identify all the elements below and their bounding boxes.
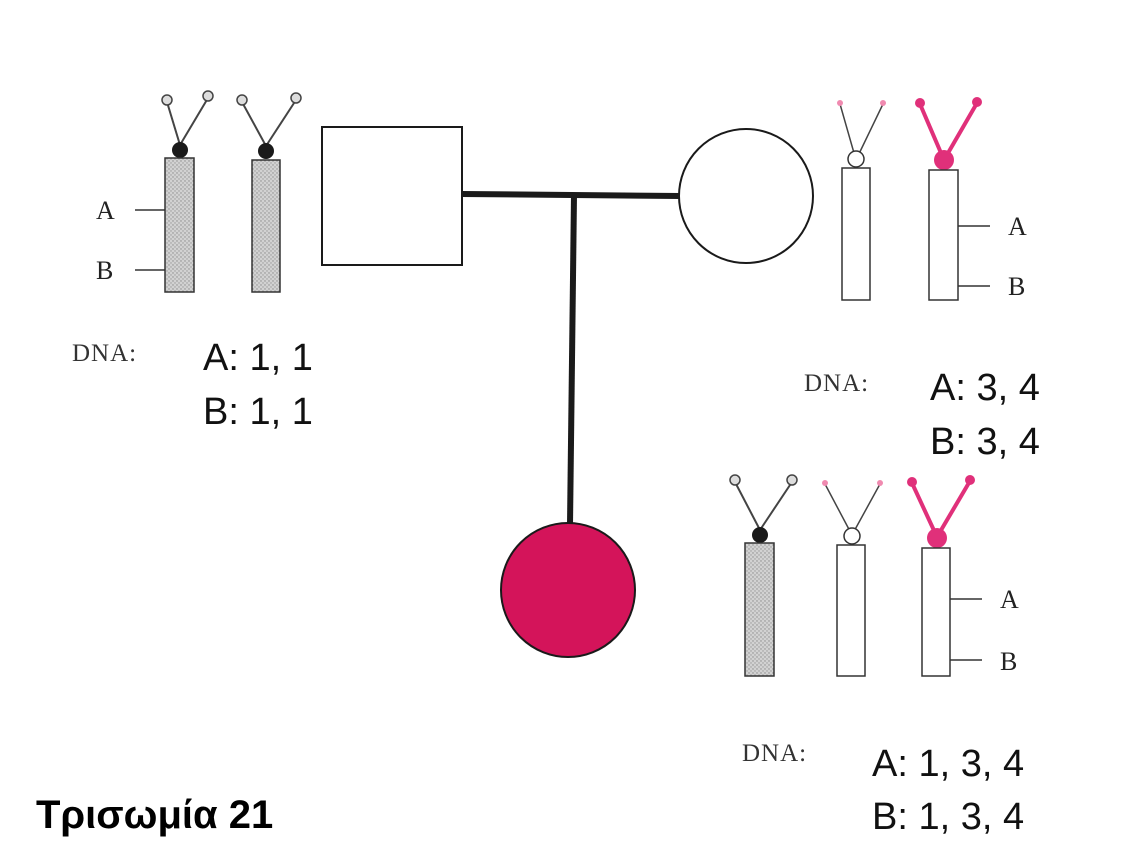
child-genotype-a: A: 1, 3, 4 [872,742,1024,786]
father-chromosome-2 [237,93,301,292]
descent-line [570,195,574,525]
father-locus-b-label: B [96,256,113,285]
child-dna-label: DNA: [742,740,807,768]
child-chromosome-paternal [730,475,797,676]
mother-dna-label: DNA: [804,370,869,398]
mother-circle [679,129,813,263]
child-chromosome-maternal-2 [907,475,975,676]
figure-title: Τρισωμία 21 [36,793,273,838]
mother-genotype-b: B: 3, 4 [930,420,1040,464]
child-locus-b-label: B [1000,647,1017,676]
mother-chromosome-2 [915,97,982,300]
affected-daughter-circle [501,523,635,657]
father-chromosome-1 [162,91,213,292]
child-locus-a-label: A [1000,585,1019,614]
child-chromosome-maternal-1 [822,480,883,676]
father-dna-label: DNA: [72,340,137,368]
father-genotype-a: A: 1, 1 [203,336,313,380]
father-genotype-b: B: 1, 1 [203,390,313,434]
mother-locus-b-label: B [1008,272,1025,301]
mother-genotype-a: A: 3, 4 [930,366,1040,410]
father-square [322,127,462,265]
child-genotype-b: B: 1, 3, 4 [872,795,1024,839]
mother-locus-a-label: A [1008,212,1027,241]
mother-chromosome-1 [837,100,886,300]
father-locus-a-label: A [96,196,115,225]
